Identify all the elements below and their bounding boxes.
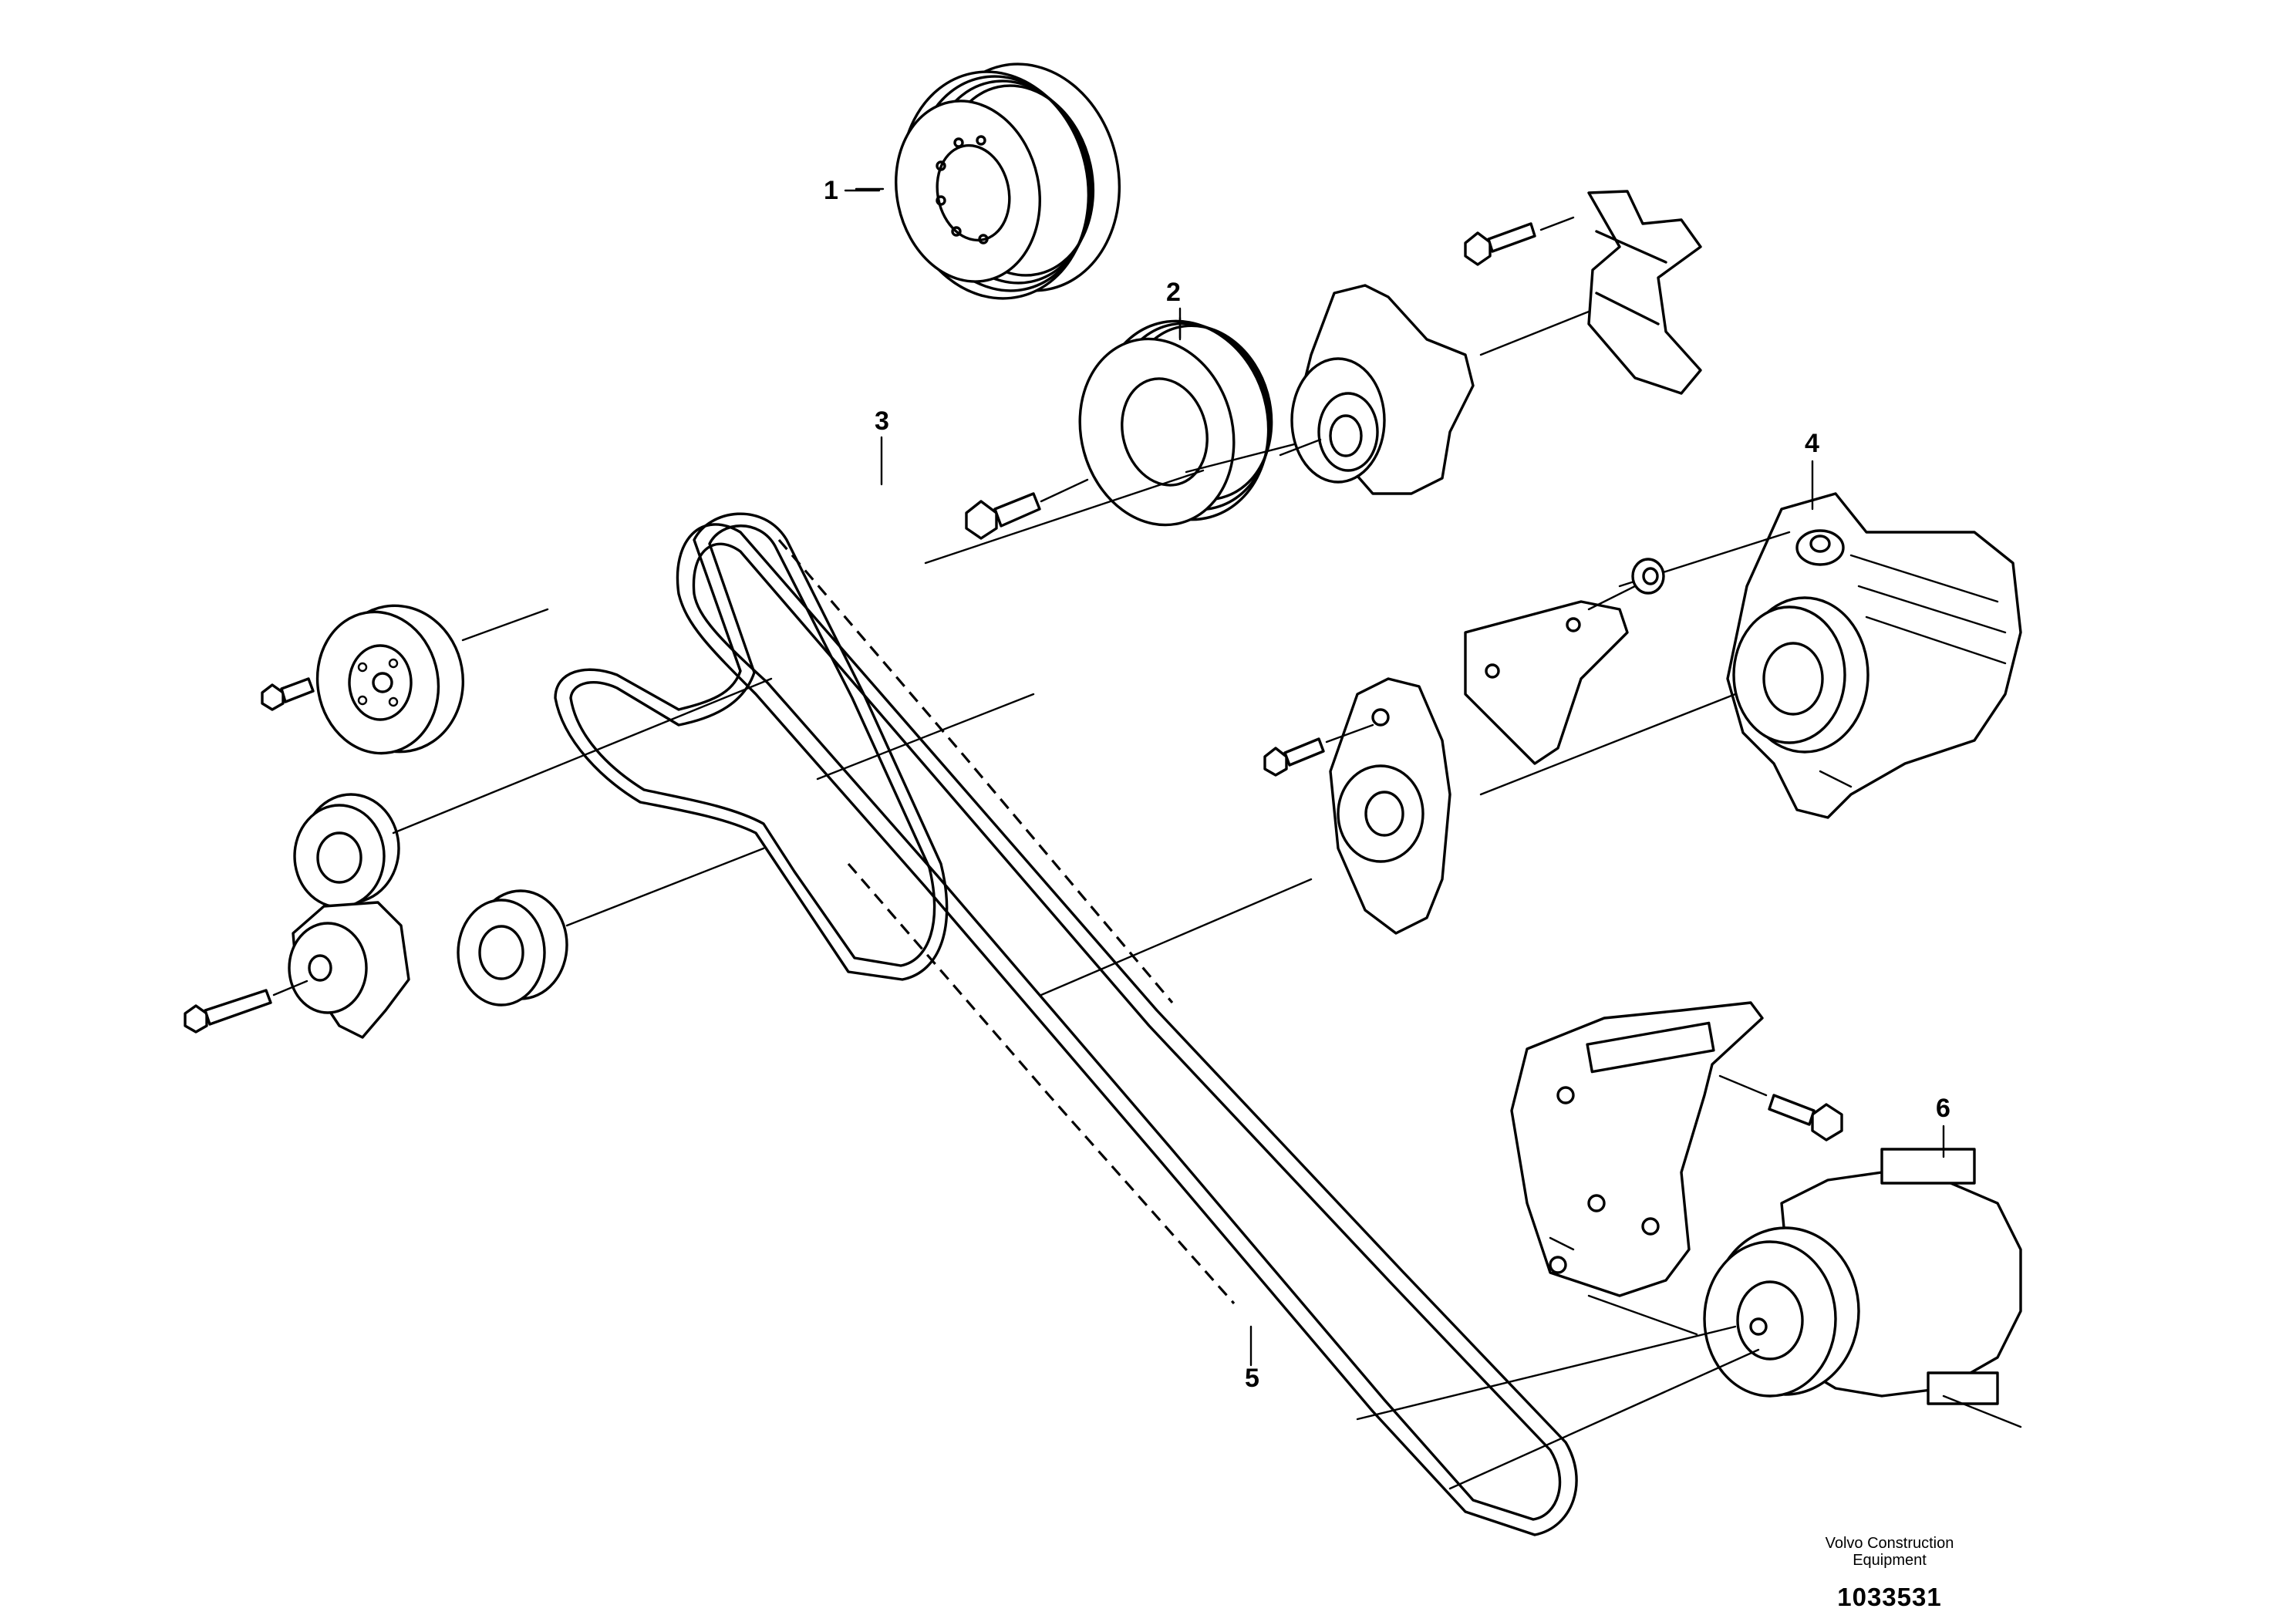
callout-1: 1 xyxy=(824,176,881,205)
crankshaft-pulley xyxy=(855,62,1121,300)
callout-5: 5 xyxy=(1245,1325,1259,1393)
idler-pulley-top xyxy=(261,604,549,755)
ac-compressor xyxy=(1356,1148,2022,1490)
shaft-centerline-lower xyxy=(1040,878,1313,996)
callout-6: 6 xyxy=(1936,1094,1950,1158)
callout-2: 2 xyxy=(1166,278,1182,341)
document-number: 1033531 xyxy=(1837,1583,1942,1611)
callout-4: 4 xyxy=(1805,429,1819,511)
idler-pulley-small xyxy=(457,847,765,1007)
manufacturer-line-2: Equipment xyxy=(1853,1552,1927,1569)
drive-belt-large xyxy=(676,523,1578,1536)
manufacturer-label: Volvo Construction Equipment xyxy=(1774,1535,2005,1569)
spider-bracket xyxy=(1464,190,1702,395)
shaft-centerline-upper xyxy=(924,469,1205,565)
alternator-bracket xyxy=(1464,558,1665,765)
compressor-bracket xyxy=(1510,1001,1843,1297)
svg-text:3: 3 xyxy=(875,406,889,436)
svg-text:4: 4 xyxy=(1805,429,1819,458)
drive-belt-small xyxy=(554,512,949,981)
alternator xyxy=(1479,492,2022,819)
callout-3: 3 xyxy=(875,406,889,486)
belt-tensioner-left xyxy=(184,677,773,1039)
manufacturer-line-1: Volvo Construction xyxy=(1825,1535,1954,1552)
alternator-tensioner xyxy=(1263,677,1451,935)
svg-text:1: 1 xyxy=(824,176,838,205)
shaft-centerline-mid xyxy=(816,693,1035,781)
svg-text:5: 5 xyxy=(1245,1364,1259,1393)
damper-pulley xyxy=(965,316,1359,540)
pulley-hub xyxy=(1279,284,1598,495)
svg-text:6: 6 xyxy=(1936,1094,1950,1123)
svg-text:2: 2 xyxy=(1166,278,1181,307)
